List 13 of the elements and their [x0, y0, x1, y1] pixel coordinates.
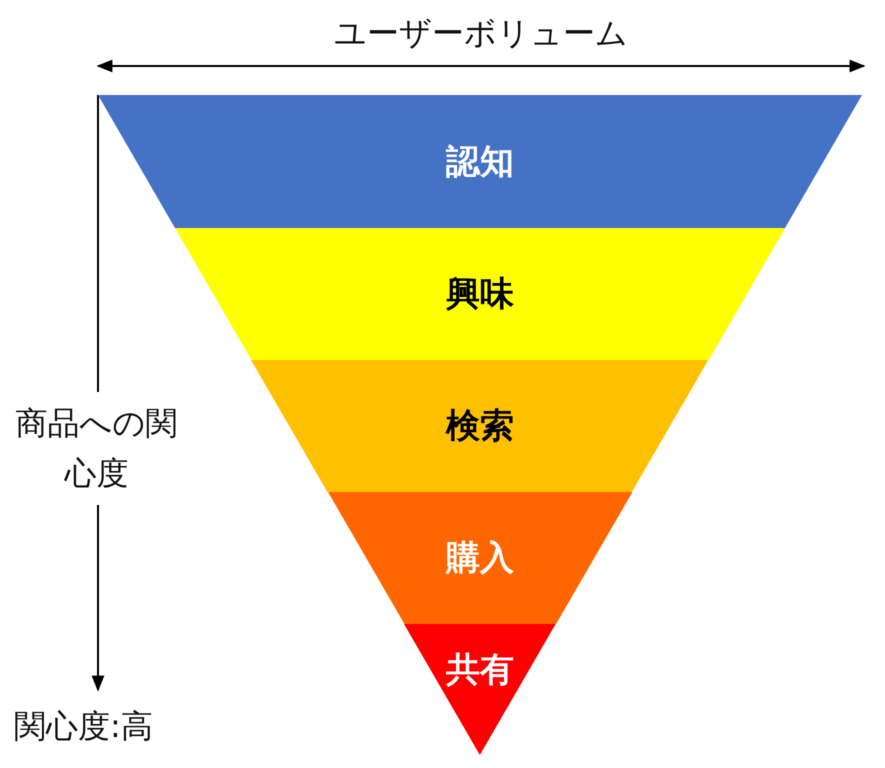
funnel-band: [98, 95, 862, 228]
axis-end-label: 関心度:高: [14, 706, 154, 747]
funnel-band: [251, 360, 709, 492]
funnel-band: [328, 492, 632, 624]
funnel-tip-band: [404, 624, 556, 755]
stage-label: 認知: [444, 140, 515, 184]
axis-title: 商品への関心度: [14, 403, 178, 494]
stage-label: 興味: [444, 273, 515, 316]
axis-title: ユーザーボリューム: [333, 13, 629, 54]
funnel-band: [174, 228, 785, 360]
stage-label: 購入: [444, 537, 515, 580]
stage-label: 検索: [444, 405, 515, 448]
stage-label: 共有: [444, 648, 515, 692]
